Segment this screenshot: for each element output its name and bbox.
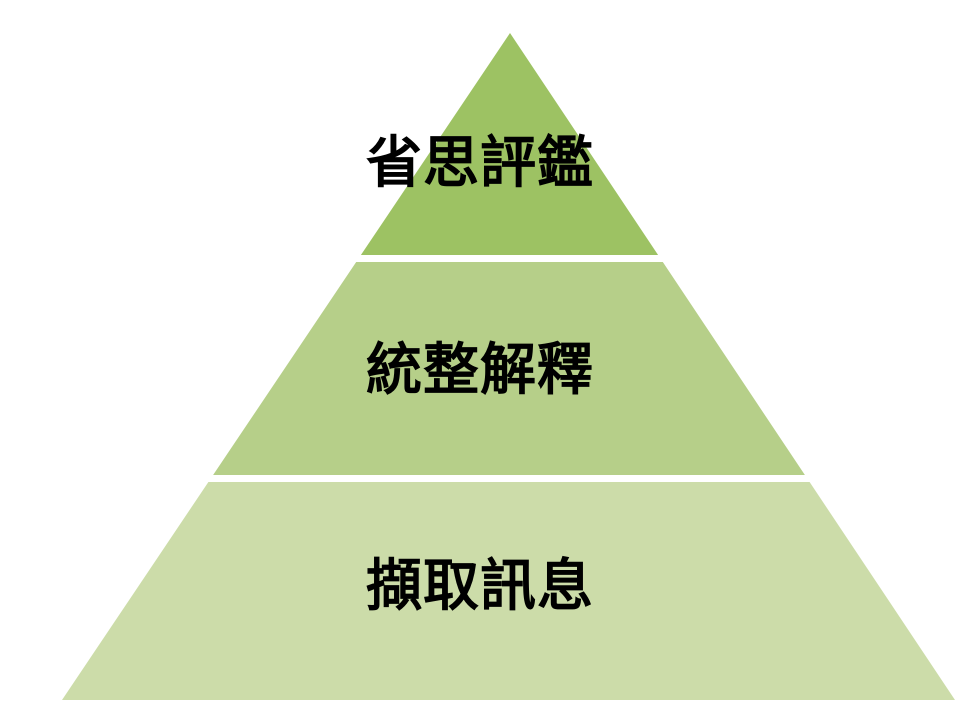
pyramid-tier-3-shape xyxy=(62,482,955,700)
pyramid-tier-2-shape xyxy=(213,262,805,475)
pyramid-tier-2-label: 統整解釋 xyxy=(366,338,594,403)
pyramid-tier-1-label: 省思評鑑 xyxy=(366,131,594,196)
pyramid-tier-1-shape xyxy=(360,33,659,255)
pyramid-tier-3-label: 擷取訊息 xyxy=(366,554,594,619)
